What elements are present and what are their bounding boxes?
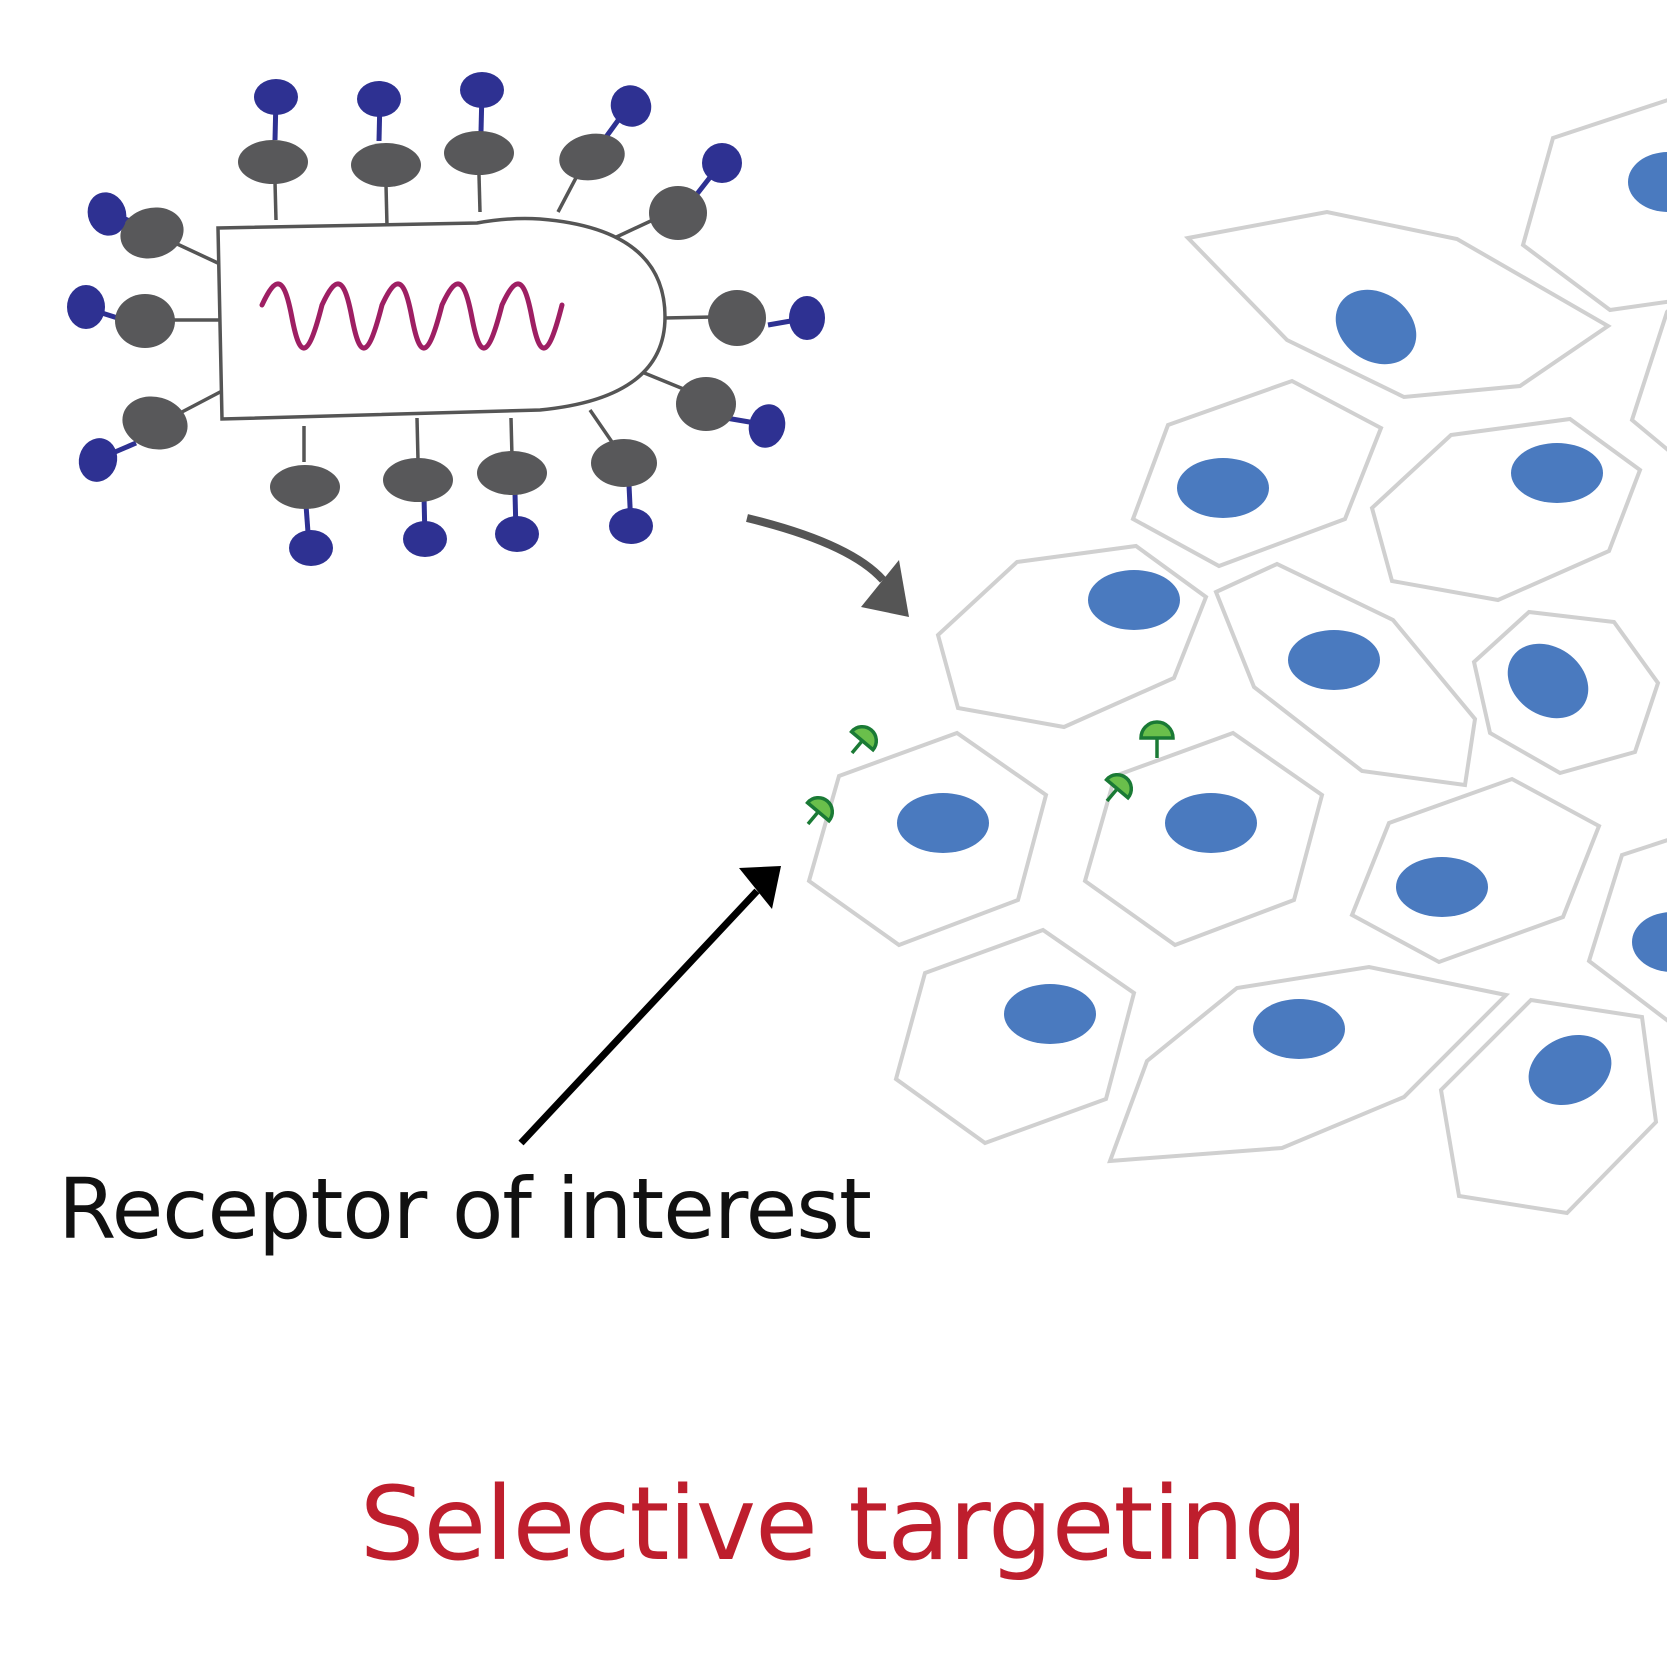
receptor-icon (1104, 773, 1133, 803)
arrow-icon (861, 560, 909, 617)
spike (238, 140, 308, 184)
cell (1369, 416, 1643, 603)
spike (591, 439, 657, 487)
cell-nucleus (897, 793, 989, 853)
arrow-icon (739, 866, 781, 909)
targeting-arrow (746, 514, 909, 617)
spike (115, 294, 175, 348)
ligand (357, 81, 401, 117)
virus-capsid (216, 216, 667, 421)
cell-nucleus (1177, 458, 1269, 518)
ligand-tips (67, 72, 825, 566)
cell (1471, 609, 1661, 776)
spike (351, 143, 421, 187)
ligand (78, 438, 118, 482)
spike (477, 451, 547, 495)
cell (1438, 997, 1659, 1216)
cell (1130, 378, 1384, 569)
ligand (87, 192, 127, 236)
cell (1520, 98, 1667, 313)
spike (270, 465, 340, 509)
cell (1349, 776, 1602, 965)
ligand (67, 285, 105, 329)
ligand (495, 516, 539, 552)
spike (708, 290, 766, 346)
spike (383, 458, 453, 502)
ligand (609, 508, 653, 544)
receptor-label: Receptor of interest (58, 1160, 872, 1258)
cell-nucleus (1396, 857, 1488, 917)
cell (1107, 964, 1511, 1164)
spike-stalks (168, 173, 714, 462)
ligand (254, 79, 298, 115)
spike (559, 133, 625, 181)
diagram-title: Selective targeting (359, 1465, 1308, 1584)
cell-nucleus (1628, 152, 1667, 212)
ligand (403, 521, 447, 557)
cell-nucleus (1253, 999, 1345, 1059)
cell-nucleus (1088, 570, 1180, 630)
receptor-icon (1139, 720, 1175, 758)
ligand (702, 143, 742, 183)
cell (806, 730, 1049, 948)
spike (676, 377, 736, 431)
ligand (610, 85, 652, 127)
cell (1082, 730, 1325, 948)
spike (444, 131, 514, 175)
ligand (460, 72, 504, 108)
genome-icon (259, 281, 565, 351)
ligand (289, 530, 333, 566)
receptor-icon (849, 725, 878, 755)
cell-nucleus (1004, 984, 1096, 1044)
cell-nucleus (1507, 643, 1589, 719)
virus-particle-icon (67, 72, 825, 566)
cell-nucleus (1528, 1035, 1612, 1105)
spike-bodies (115, 131, 766, 509)
receptors (805, 720, 1175, 826)
cell (935, 543, 1209, 730)
spike (120, 207, 184, 259)
cell (1586, 838, 1667, 1023)
cell (1183, 209, 1612, 400)
cell-nucleus (1288, 630, 1380, 690)
cell-nucleus (1165, 793, 1257, 853)
receptor-pointer-arrow (518, 866, 781, 1146)
ligand (748, 404, 786, 448)
cell-nucleus (1511, 443, 1603, 503)
cell (893, 927, 1137, 1146)
spike (649, 186, 707, 240)
spike (122, 396, 188, 450)
cell-nucleus (1632, 912, 1667, 972)
cell-nucleus (1335, 289, 1417, 365)
cell-sheet (806, 98, 1667, 1216)
ligand (789, 296, 825, 340)
cell (1629, 309, 1667, 452)
receptor-icon (805, 796, 834, 826)
cell (1213, 561, 1478, 788)
